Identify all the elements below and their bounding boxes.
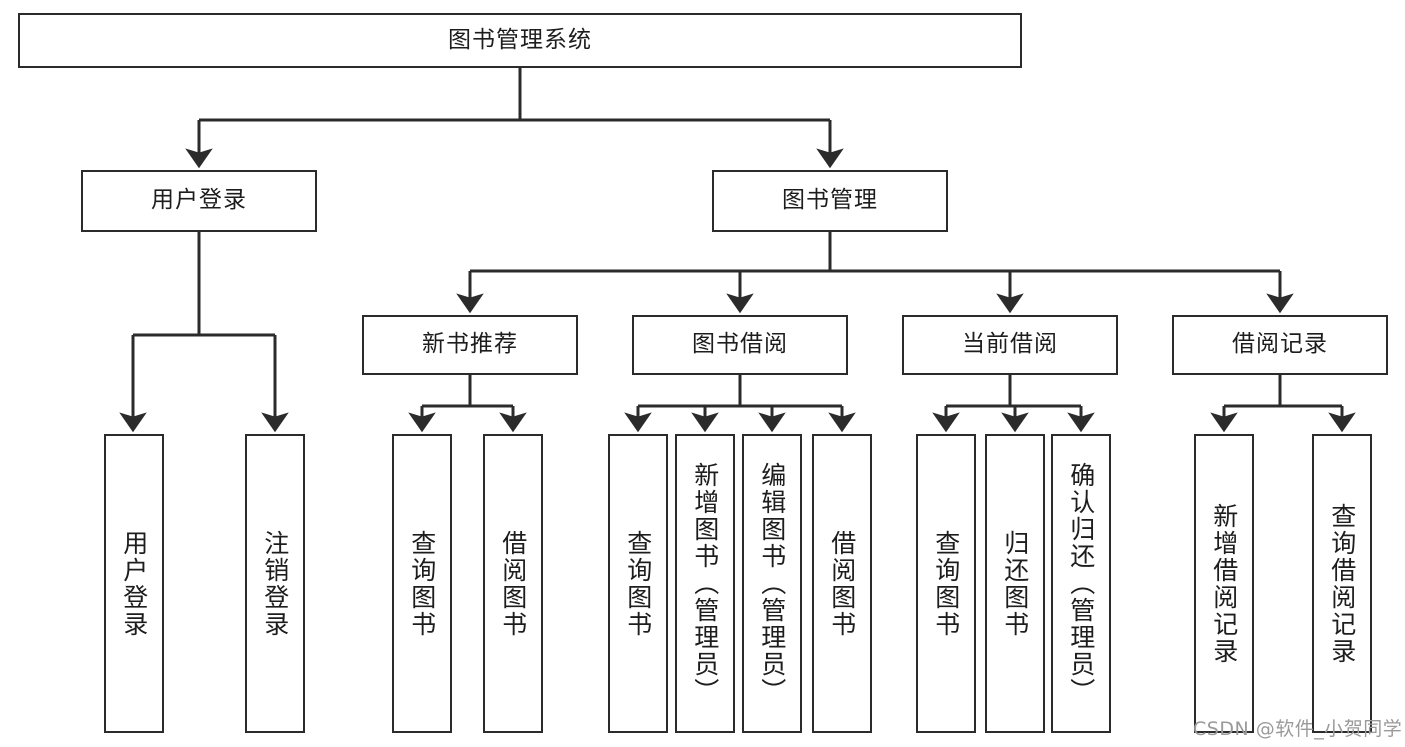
node-leaf-edit-book-admin[interactable]: 编辑图书（管理员） [742,434,802,733]
node-label: 编辑图书（管理员） [757,462,787,705]
node-label: 图书管理系统 [448,26,592,53]
node-leaf-add-borrow-record[interactable]: 新增借阅记录 [1194,434,1254,733]
node-label: 当前借阅 [962,331,1058,358]
node-book-management[interactable]: 图书管理 [712,170,948,232]
node-leaf-borrow-book[interactable]: 借阅图书 [812,434,872,733]
csdn-watermark: CSDN @软件_小贺同学 [1193,718,1403,740]
node-leaf-query-book-newbook[interactable]: 查询图书 [392,434,452,733]
node-label: 归还图书 [1000,529,1030,638]
node-label: 借阅图书 [498,529,528,638]
node-label: 用户登录 [151,187,247,214]
node-leaf-logout[interactable]: 注销登录 [245,434,305,733]
node-label: 查询图书 [623,529,653,638]
node-label: 新书推荐 [422,331,518,358]
node-label: 图书管理 [782,187,878,214]
node-label: 查询借阅记录 [1327,502,1357,665]
node-current-borrow[interactable]: 当前借阅 [902,315,1118,375]
node-label: 查询图书 [931,529,961,638]
node-label: 新增图书（管理员） [690,462,720,705]
node-borrow-record[interactable]: 借阅记录 [1172,315,1388,375]
node-label: 图书借阅 [692,331,788,358]
node-leaf-query-book-current[interactable]: 查询图书 [916,434,976,733]
node-root-system[interactable]: 图书管理系统 [18,13,1022,68]
node-user-login[interactable]: 用户登录 [81,170,317,232]
node-leaf-query-borrow-record[interactable]: 查询借阅记录 [1312,434,1372,733]
node-leaf-borrow-book-newbook[interactable]: 借阅图书 [483,434,543,733]
node-leaf-user-login[interactable]: 用户登录 [104,434,164,733]
node-new-book-recommend[interactable]: 新书推荐 [362,315,578,375]
node-label: 查询图书 [407,529,437,638]
node-book-borrow[interactable]: 图书借阅 [632,315,848,375]
node-leaf-add-book-admin[interactable]: 新增图书（管理员） [675,434,735,733]
node-label: 确认归还（管理员） [1066,462,1096,705]
node-label: 新增借阅记录 [1209,502,1239,665]
node-leaf-query-book-borrow[interactable]: 查询图书 [608,434,668,733]
node-leaf-return-book[interactable]: 归还图书 [985,434,1045,733]
node-label: 借阅记录 [1232,331,1328,358]
node-label: 借阅图书 [827,529,857,638]
node-label: 用户登录 [119,529,149,638]
node-leaf-confirm-return-admin[interactable]: 确认归还（管理员） [1051,434,1111,733]
node-label: 注销登录 [260,529,290,638]
